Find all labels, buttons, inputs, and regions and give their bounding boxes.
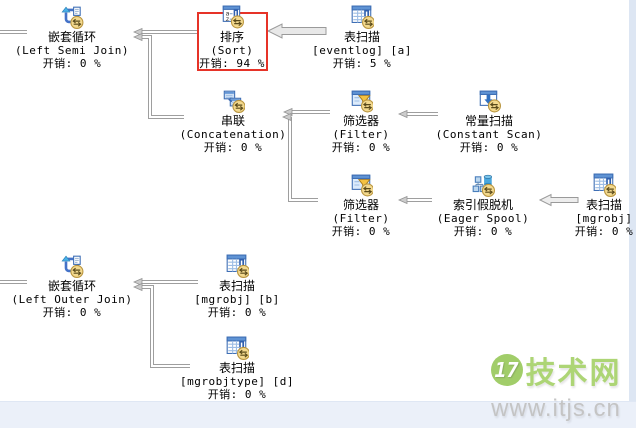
node-subtitle: (Filter) [332, 212, 390, 225]
plan-node-nested-loops-outer[interactable]: 嵌套循环 (Left Outer Join) 开销: 0 % [0, 254, 148, 319]
plan-node-constant-scan[interactable]: 常量扫描 (Constant Scan) 开销: 0 % [424, 89, 554, 154]
node-cost: 开销: 0 % [459, 141, 519, 154]
watermark-url: www.itjs.cn [491, 395, 621, 422]
node-title: 常量扫描 [464, 114, 513, 128]
node-title: 嵌套循环 [47, 279, 96, 293]
plan-node-table-scan-mgrobjtype-d[interactable]: 表扫描 [mgrobjtype] [d] 开销: 0 % [167, 336, 307, 401]
table-scan-icon [167, 336, 307, 362]
node-title: 筛选器 [342, 198, 379, 212]
node-title: 表扫描 [585, 198, 622, 212]
node-title: 表扫描 [218, 361, 255, 375]
table-scan-icon [302, 5, 422, 31]
node-title: 串联 [220, 114, 245, 128]
node-subtitle: (Sort) [210, 44, 254, 57]
node-subtitle: [mgrobjtype] [d] [180, 375, 294, 388]
plan-node-concatenation[interactable]: 串联 (Concatenation) 开销: 0 % [163, 89, 303, 154]
node-title: 索引假脱机 [452, 198, 513, 212]
table-scan-icon [177, 254, 297, 280]
plan-node-eager-spool[interactable]: 索引假脱机 (Eager Spool) 开销: 0 % [423, 173, 543, 238]
plan-node-sort[interactable]: 排序 (Sort) 开销: 94 % [187, 5, 277, 70]
node-subtitle: [mgrobj] [b] [194, 293, 280, 306]
node-title: 表扫描 [343, 30, 380, 44]
filter-icon [306, 173, 416, 199]
node-cost: 开销: 0 % [574, 225, 634, 238]
plan-node-table-scan-mgrobj-b[interactable]: 表扫描 [mgrobj] [b] 开销: 0 % [177, 254, 297, 319]
node-cost: 开销: 5 % [332, 57, 392, 70]
nested-loops-icon [0, 5, 148, 31]
node-cost: 开销: 0 % [42, 57, 102, 70]
plan-node-table-scan-eventlog[interactable]: 表扫描 [eventlog] [a] 开销: 5 % [302, 5, 422, 70]
node-subtitle: (Eager Spool) [436, 212, 530, 225]
constant-scan-icon [424, 89, 554, 115]
node-cost: 开销: 0 % [453, 225, 513, 238]
eager-spool-icon [423, 173, 543, 199]
node-cost: 开销: 0 % [331, 225, 391, 238]
plan-node-table-scan-mgrobj[interactable]: 表扫描 [mgrobj] 开销: 0 % [549, 173, 636, 238]
node-title: 表扫描 [218, 279, 255, 293]
node-title: 排序 [219, 30, 244, 44]
node-cost: 开销: 0 % [207, 306, 267, 319]
node-subtitle: (Left Semi Join) [15, 44, 129, 57]
node-subtitle: [mgrobj] [575, 212, 633, 225]
sort-icon [187, 5, 277, 31]
node-cost: 开销: 0 % [207, 388, 267, 401]
node-subtitle: (Concatenation) [179, 128, 287, 141]
concatenation-icon [163, 89, 303, 115]
node-subtitle: (Left Outer Join) [11, 293, 133, 306]
node-subtitle: (Filter) [332, 128, 390, 141]
node-title: 嵌套循环 [47, 30, 96, 44]
node-cost: 开销: 94 % [199, 57, 265, 70]
filter-icon [306, 89, 416, 115]
node-cost: 开销: 0 % [331, 141, 391, 154]
node-cost: 开销: 0 % [42, 306, 102, 319]
nested-loops-icon [0, 254, 148, 280]
plan-node-filter-2[interactable]: 筛选器 (Filter) 开销: 0 % [306, 173, 416, 238]
right-edge-strip [629, 0, 636, 428]
plan-node-nested-loops-semi[interactable]: 嵌套循环 (Left Semi Join) 开销: 0 % [0, 5, 148, 70]
node-title: 筛选器 [342, 114, 379, 128]
table-scan-icon [549, 173, 636, 199]
bottom-edge-band [0, 401, 636, 428]
plan-node-filter-1[interactable]: 筛选器 (Filter) 开销: 0 % [306, 89, 416, 154]
watermark-brand: 技术网 [525, 356, 622, 391]
node-subtitle: [eventlog] [a] [312, 44, 412, 57]
node-cost: 开销: 0 % [203, 141, 263, 154]
node-subtitle: (Constant Scan) [435, 128, 543, 141]
watermark-logo: 17 [490, 354, 523, 386]
watermark: 17 技术网 www.itjs.cn [480, 348, 632, 423]
